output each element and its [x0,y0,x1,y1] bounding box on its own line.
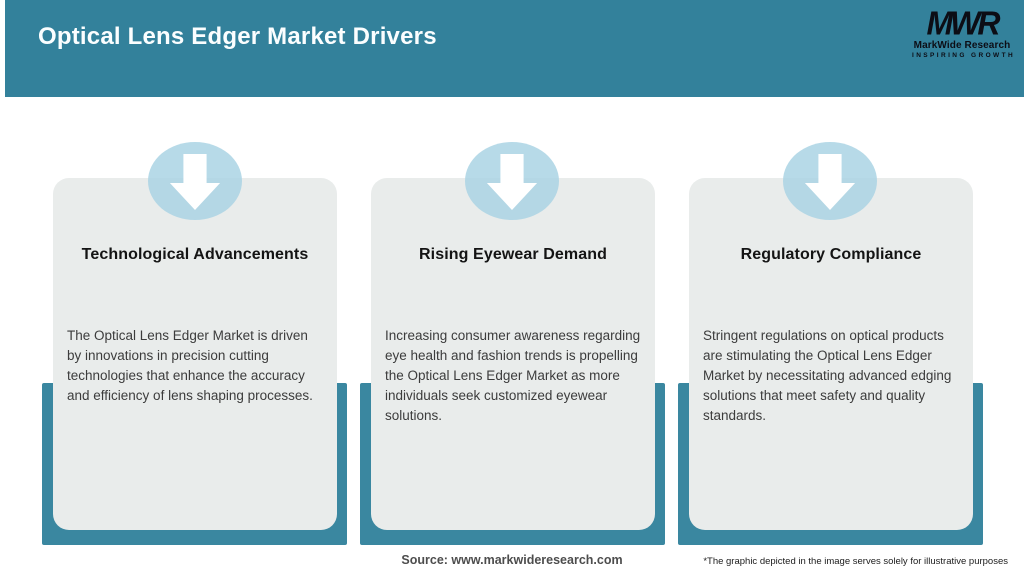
markwide-logo: MWR MarkWide Research INSPIRING GROWTH [912,4,1016,60]
logo-name: MarkWide Research [913,40,1011,51]
disclaimer-text: *The graphic depicted in the image serve… [703,556,1008,567]
logo-tagline: INSPIRING GROWTH [912,52,1016,59]
arrow-down-icon [148,142,242,220]
driver-card-rising-eyewear-demand: Rising Eyewear Demand Increasing consume… [371,178,655,530]
card-title: Regulatory Compliance [740,246,922,263]
source-text: Source: www.markwideresearch.com [401,553,623,567]
arrow-down-icon [465,142,559,220]
arrow-down-icon [783,142,877,220]
card-title: Rising Eyewear Demand [419,246,607,263]
card-description: The Optical Lens Edger Market is driven … [67,328,313,403]
card-description: Stringent regulations on optical product… [703,328,952,423]
driver-card-technological-advancements: Technological Advancements The Optical L… [53,178,337,530]
card-title: Technological Advancements [81,246,309,263]
card-description: Increasing consumer awareness regarding … [385,328,641,423]
header-banner: Optical Lens Edger Market Drivers MWR Ma… [5,0,1024,97]
page-title: Optical Lens Edger Market Drivers [38,23,437,50]
logo-monogram: MWR [926,4,1001,42]
driver-card-regulatory-compliance: Regulatory Compliance Stringent regulati… [689,178,973,530]
